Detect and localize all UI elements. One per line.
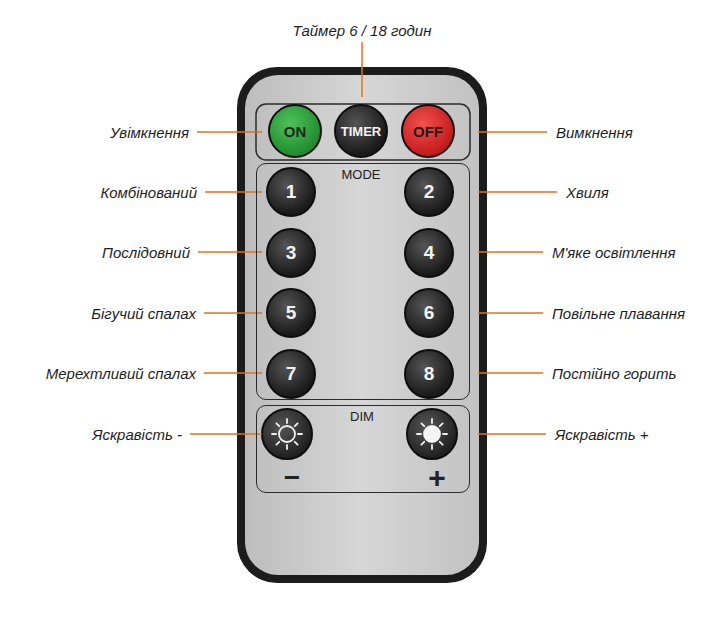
timer-button: TIMER: [334, 104, 388, 158]
off-button: OFF: [401, 104, 455, 158]
mode-button: 7: [266, 349, 316, 399]
sun-ray: [431, 445, 433, 449]
mode-button: 8: [404, 349, 454, 399]
leader-line: [197, 131, 262, 133]
button-label: 5: [286, 302, 297, 324]
power-panel: [256, 104, 470, 160]
callout-label: Яскравість -: [91, 426, 183, 443]
sun-ray: [421, 423, 424, 426]
callout-label: Вимкнення: [555, 124, 634, 141]
panel-heading: DIM: [350, 409, 374, 424]
sun-icon-filled: [424, 426, 440, 442]
sun-ray: [431, 419, 433, 423]
remote-face: [245, 75, 479, 575]
panel-heading: MODE: [342, 167, 381, 182]
mode-button: 4: [404, 228, 454, 278]
mode-panel: MODE 1 2 3 4 5 6 7 8: [256, 163, 470, 400]
callout-label: Повільне плавання: [551, 305, 686, 322]
button-label: 1: [286, 181, 297, 203]
sun-ray: [440, 423, 443, 426]
button-label: ON: [284, 123, 307, 140]
sun-ray: [272, 433, 276, 435]
button-label: 3: [286, 242, 297, 264]
sun-ray: [417, 433, 421, 435]
leader-line: [361, 42, 363, 97]
leader-line: [198, 251, 262, 253]
sun-ray: [298, 433, 302, 435]
on-button: ON: [268, 104, 322, 158]
mode-button: 2: [404, 167, 454, 217]
callout-label: М'яке освітлення: [551, 244, 676, 261]
button-label: 4: [424, 242, 435, 264]
callout-label: Яскравість +: [554, 426, 649, 443]
leader-line: [478, 191, 557, 193]
sun-ray: [286, 419, 288, 423]
button-label: TIMER: [341, 124, 381, 139]
leader-line: [190, 433, 262, 435]
sun-ray: [276, 423, 279, 426]
button-label: 7: [286, 363, 297, 385]
sun-rays: [272, 419, 447, 449]
callout-label: Мерехтливий спалах: [45, 365, 197, 382]
callout-label: Бігучий спалах: [90, 305, 197, 322]
callout-label: Послідовний: [101, 244, 191, 261]
sun-ray: [286, 445, 288, 449]
mode-button: 5: [266, 288, 316, 338]
button-label: 2: [424, 181, 435, 203]
plus-sign: +: [428, 461, 446, 495]
button-label: 8: [424, 363, 435, 385]
leader-line: [478, 372, 543, 374]
sun-ray: [295, 423, 298, 426]
callout-label: Постійно горить: [551, 365, 677, 382]
sun-ray: [421, 442, 424, 445]
sun-ray: [276, 442, 279, 445]
remote-housing: [237, 67, 487, 583]
sun-icon-outline: [279, 426, 295, 442]
button-label: OFF: [413, 123, 443, 140]
callout-label: Таймер 6 / 18 годин: [292, 22, 433, 39]
sun-ray: [440, 442, 443, 445]
leader-line: [478, 131, 547, 133]
leader-line: [478, 433, 546, 435]
button-label: 6: [424, 302, 435, 324]
mode-button: 6: [404, 288, 454, 338]
callout-label: Увімкнення: [109, 124, 190, 141]
callout-label: Хвиля: [565, 184, 610, 201]
dim-plus-button: [407, 409, 457, 459]
dim-minus-button: [262, 409, 312, 459]
leader-line: [204, 372, 262, 374]
callout-label: Комбінований: [99, 184, 198, 201]
leader-line: [478, 251, 543, 253]
mode-button: 1: [266, 167, 316, 217]
leader-line: [204, 312, 262, 314]
sun-ray: [443, 433, 447, 435]
leader-line: [478, 312, 543, 314]
dim-panel: DIM − +: [256, 405, 470, 493]
mode-button: 3: [266, 228, 316, 278]
sun-ray: [295, 442, 298, 445]
leader-line: [205, 191, 262, 193]
minus-sign: −: [284, 462, 300, 494]
leader-lines: [190, 42, 557, 434]
